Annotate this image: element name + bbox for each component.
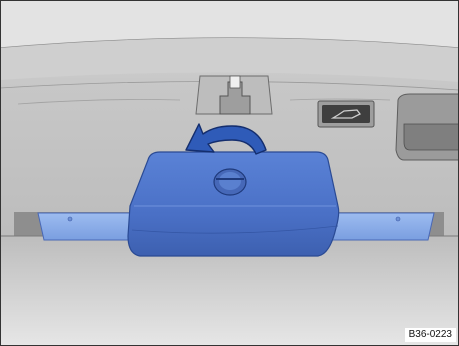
trunk-latch-icon [196,76,272,114]
trunk-open-icon [318,101,374,127]
trim-cover [128,152,339,256]
handle-recess [396,94,459,160]
screw-icon [214,169,246,195]
figure-reference-code: B36-0223 [405,328,456,342]
